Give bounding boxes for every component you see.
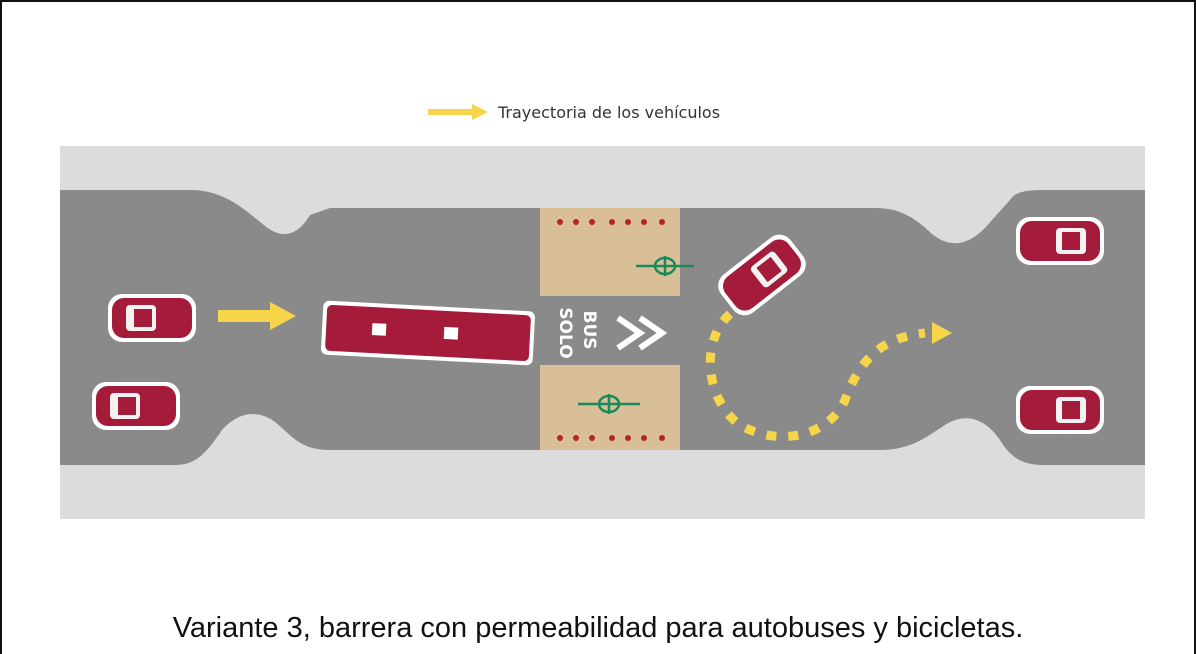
bicycle-icon-bottom [578, 394, 640, 414]
figure-caption: Variante 3, barrera con permeabilidad pa… [172, 612, 1024, 644]
road-surface [60, 190, 1145, 465]
bollards-top [557, 219, 665, 225]
road-marking-solo: SOLO [555, 307, 575, 358]
trajectory-arrow-icon [428, 104, 488, 120]
car-left-top [108, 294, 196, 342]
bollards-bottom [557, 435, 665, 441]
road-marking-bus: BUS [579, 310, 599, 349]
trajectory-arrow-curved [705, 310, 926, 442]
legend: Trayectoria de los vehículos [428, 98, 720, 126]
bus [321, 300, 535, 366]
car-left-bottom [92, 382, 180, 430]
legend-label: Trayectoria de los vehículos [498, 102, 721, 122]
trajectory-arrowhead [932, 322, 952, 344]
car-right-top [1016, 217, 1104, 265]
trajectory-arrow-straight [218, 302, 296, 330]
bicycle-icon-top [636, 256, 694, 276]
car-right-bottom [1016, 386, 1104, 434]
chevron-marking-icon [616, 315, 668, 351]
car-turning [718, 234, 806, 316]
